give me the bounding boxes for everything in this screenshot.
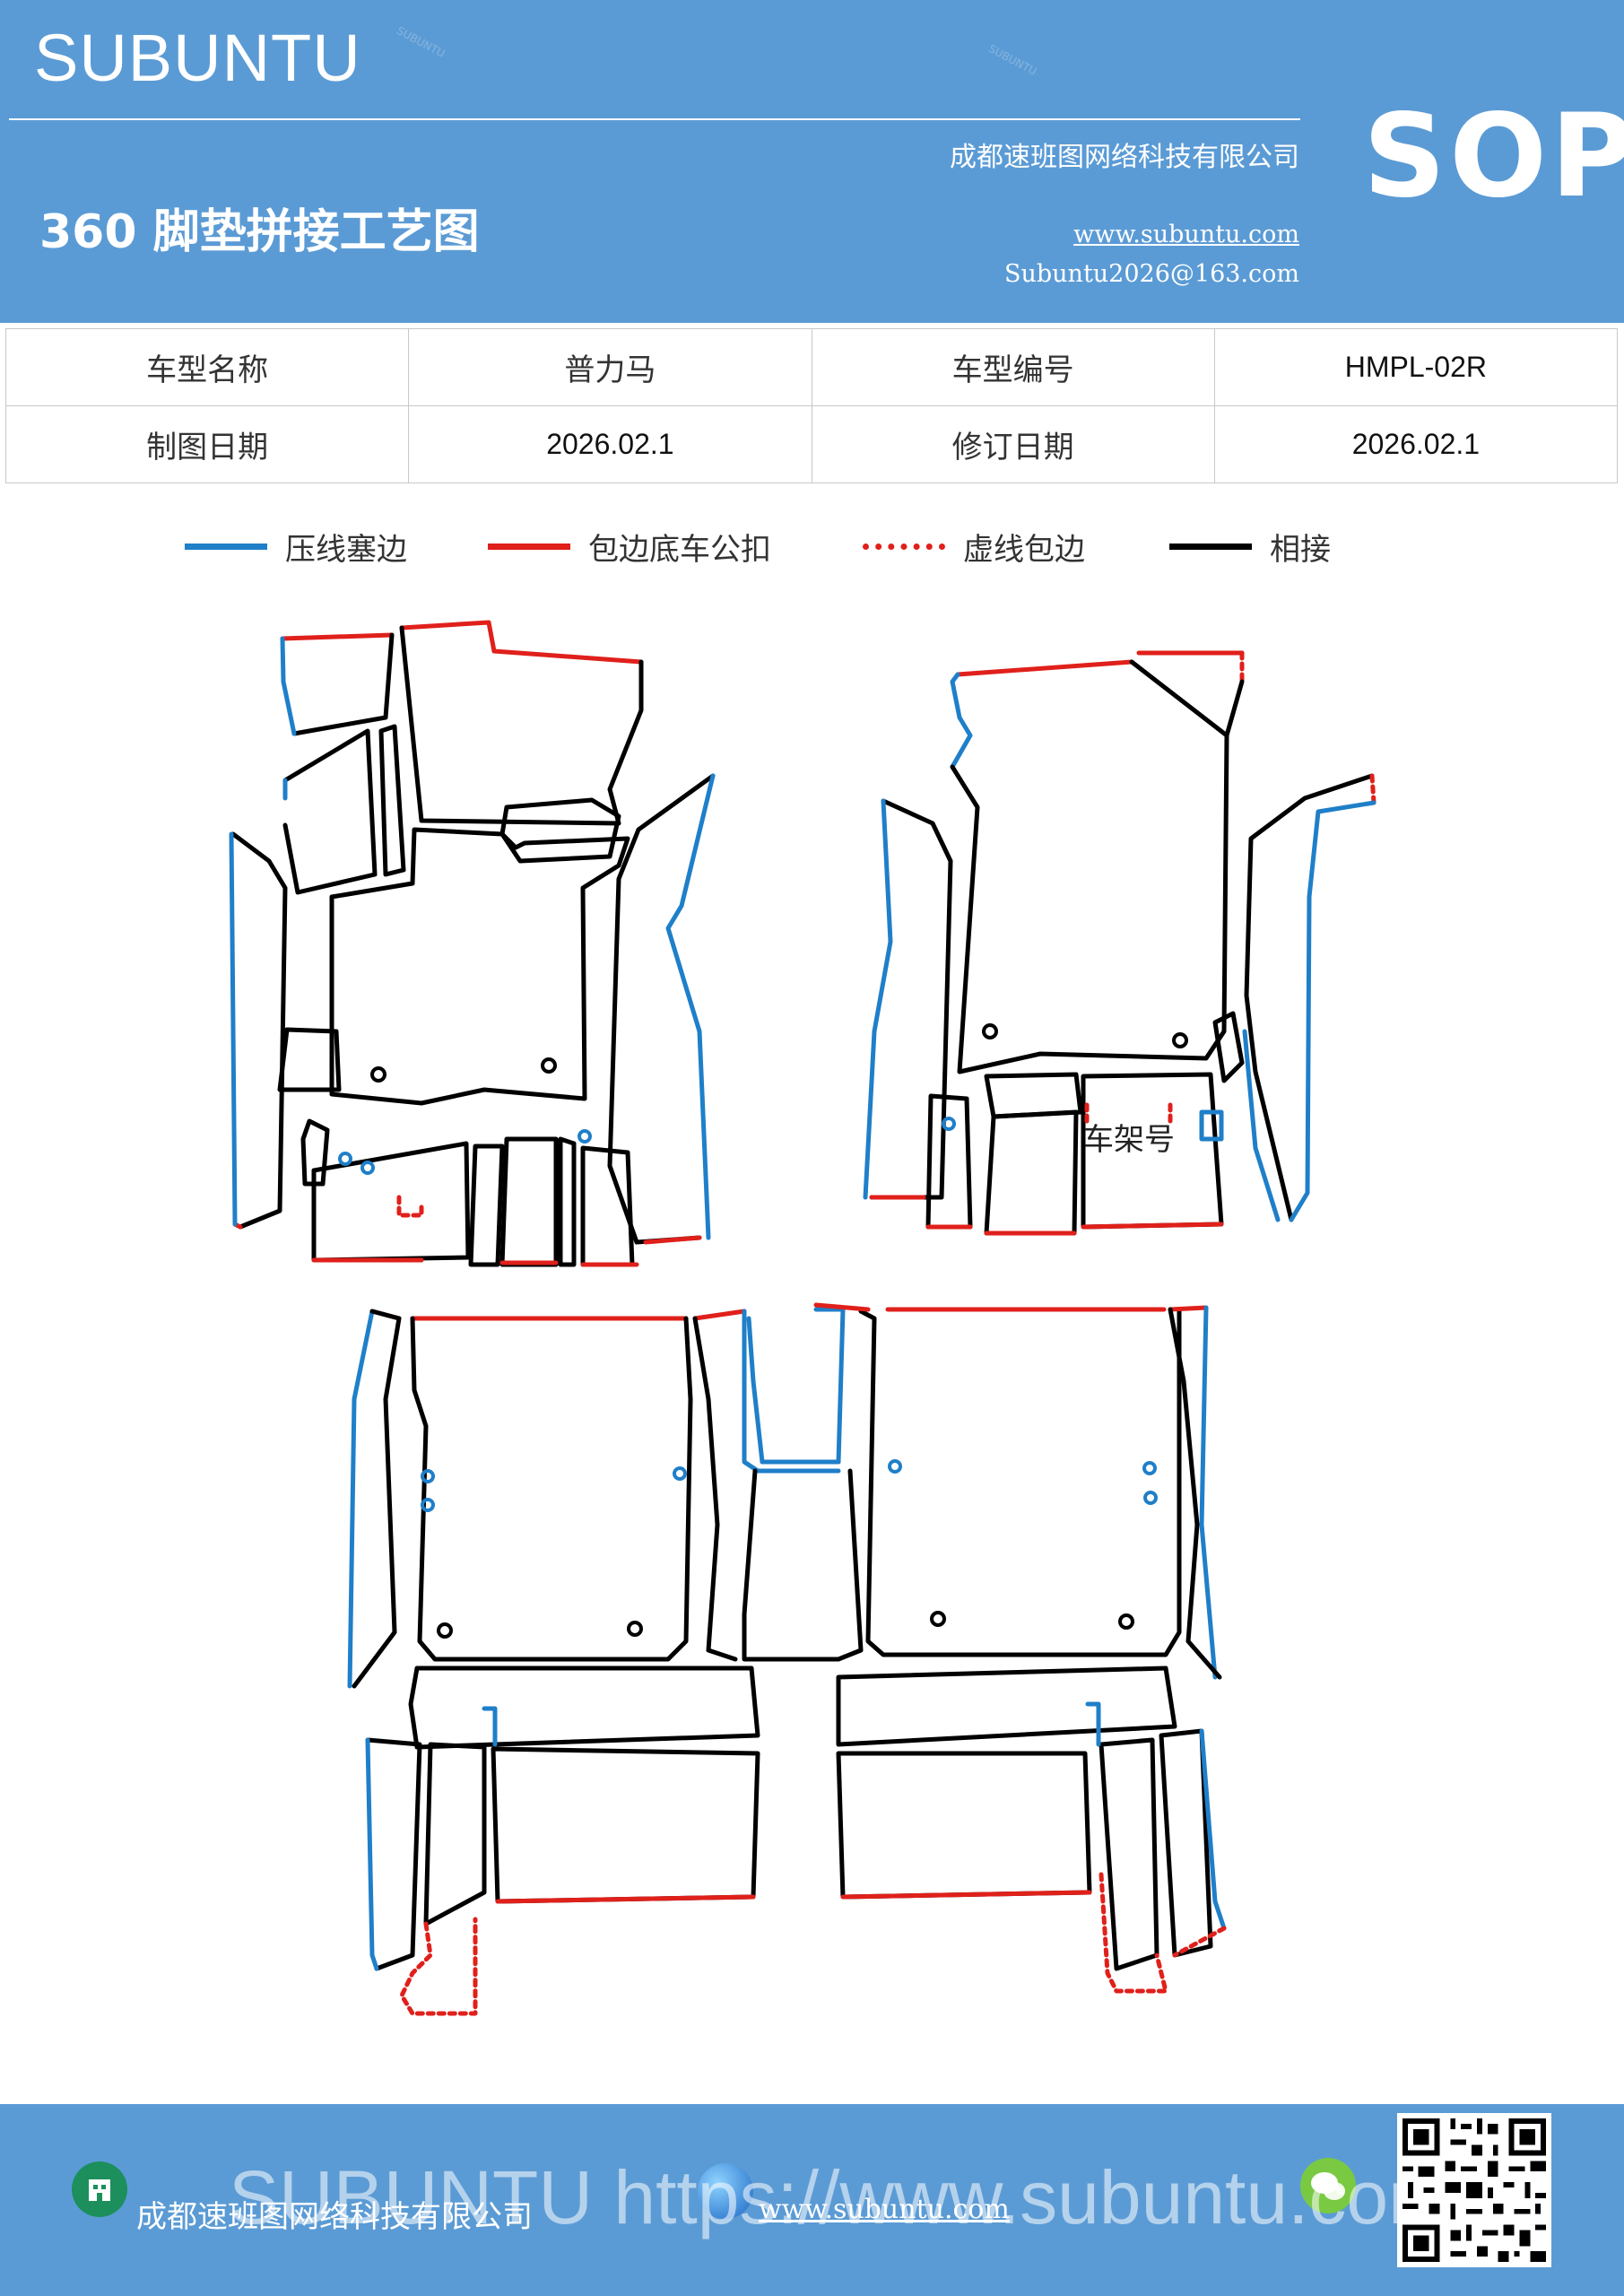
globe-icon — [698, 2163, 753, 2219]
legend-item-red-dotted: 虚线包边 — [863, 524, 1085, 569]
legend-item-black: 相接 — [1169, 524, 1331, 569]
table-cell-value: 普力马 — [408, 328, 812, 406]
rear-left-mat-group — [347, 1309, 841, 2016]
footer-watermark: SUBUNTU https://www.subuntu.com — [229, 2155, 1452, 2239]
legend-label: 虚线包边 — [963, 531, 1085, 568]
page-header: SUBUNTU SUBUNTU SUBUNTU 成都速班图网络科技有限公司 36… — [0, 0, 1624, 323]
table-row: 车型名称 普力马 车型编号 HMPL-02R — [4, 328, 1619, 406]
legend-label: 相接 — [1270, 531, 1331, 568]
legend-item-blue: 压线塞边 — [185, 524, 407, 569]
brand-name: SUBUNTU — [34, 21, 361, 95]
front-right-mat-group — [863, 650, 1376, 1236]
center-connector — [742, 1302, 1182, 1662]
website-link[interactable]: www.subuntu.com — [1073, 221, 1299, 248]
building-icon — [72, 2161, 127, 2217]
page-footer: 成都速班图网络科技有限公司 www.subuntu.com SUBUNTU ht… — [0, 2104, 1624, 2296]
hole-markers — [370, 1023, 1188, 1639]
legend-label: 压线塞边 — [285, 531, 407, 568]
legend-item-red: 包边底车公扣 — [488, 524, 771, 569]
legend-label: 包边底车公扣 — [588, 531, 771, 568]
front-left-mat-group — [229, 620, 716, 1267]
table-cell-value: 2026.02.1 — [1213, 405, 1619, 483]
table-cell-value: HMPL-02R — [1213, 328, 1619, 406]
legend-swatch — [1169, 543, 1252, 550]
clip-markers — [338, 1117, 1158, 1512]
contact-email: Subuntu2026@163.com — [1004, 260, 1299, 288]
header-divider — [9, 118, 1300, 120]
footer-website-link[interactable]: www.subuntu.com — [759, 2194, 1010, 2225]
table-cell-label: 修订日期 — [811, 405, 1215, 483]
table-cell-label: 车型名称 — [4, 328, 410, 406]
legend-swatch — [488, 543, 570, 550]
footer-company-name: 成都速班图网络科技有限公司 — [136, 2199, 533, 2235]
vehicle-info-table: 车型名称 普力马 车型编号 HMPL-02R 制图日期 2026.02.1 修订… — [4, 328, 1619, 483]
qr-code[interactable] — [1397, 2113, 1551, 2267]
wechat-icon — [1300, 2158, 1356, 2213]
page-title: 360 脚垫拼接工艺图 — [39, 205, 480, 259]
frame-number-label: 车架号 — [1083, 1122, 1175, 1158]
table-cell-value: 2026.02.1 — [408, 405, 812, 483]
rear-right-mat-group — [836, 1305, 1227, 1994]
company-name: 成都速班图网络科技有限公司 — [950, 142, 1299, 173]
floor-mat-diagram: 车架号 — [229, 620, 1376, 2016]
legend-swatch — [185, 543, 267, 550]
sop-badge: SOP — [1363, 90, 1624, 223]
table-cell-label: 车型编号 — [811, 328, 1215, 406]
legend-swatch — [863, 543, 945, 550]
table-cell-label: 制图日期 — [4, 405, 410, 483]
table-row: 制图日期 2026.02.1 修订日期 2026.02.1 — [4, 405, 1619, 483]
